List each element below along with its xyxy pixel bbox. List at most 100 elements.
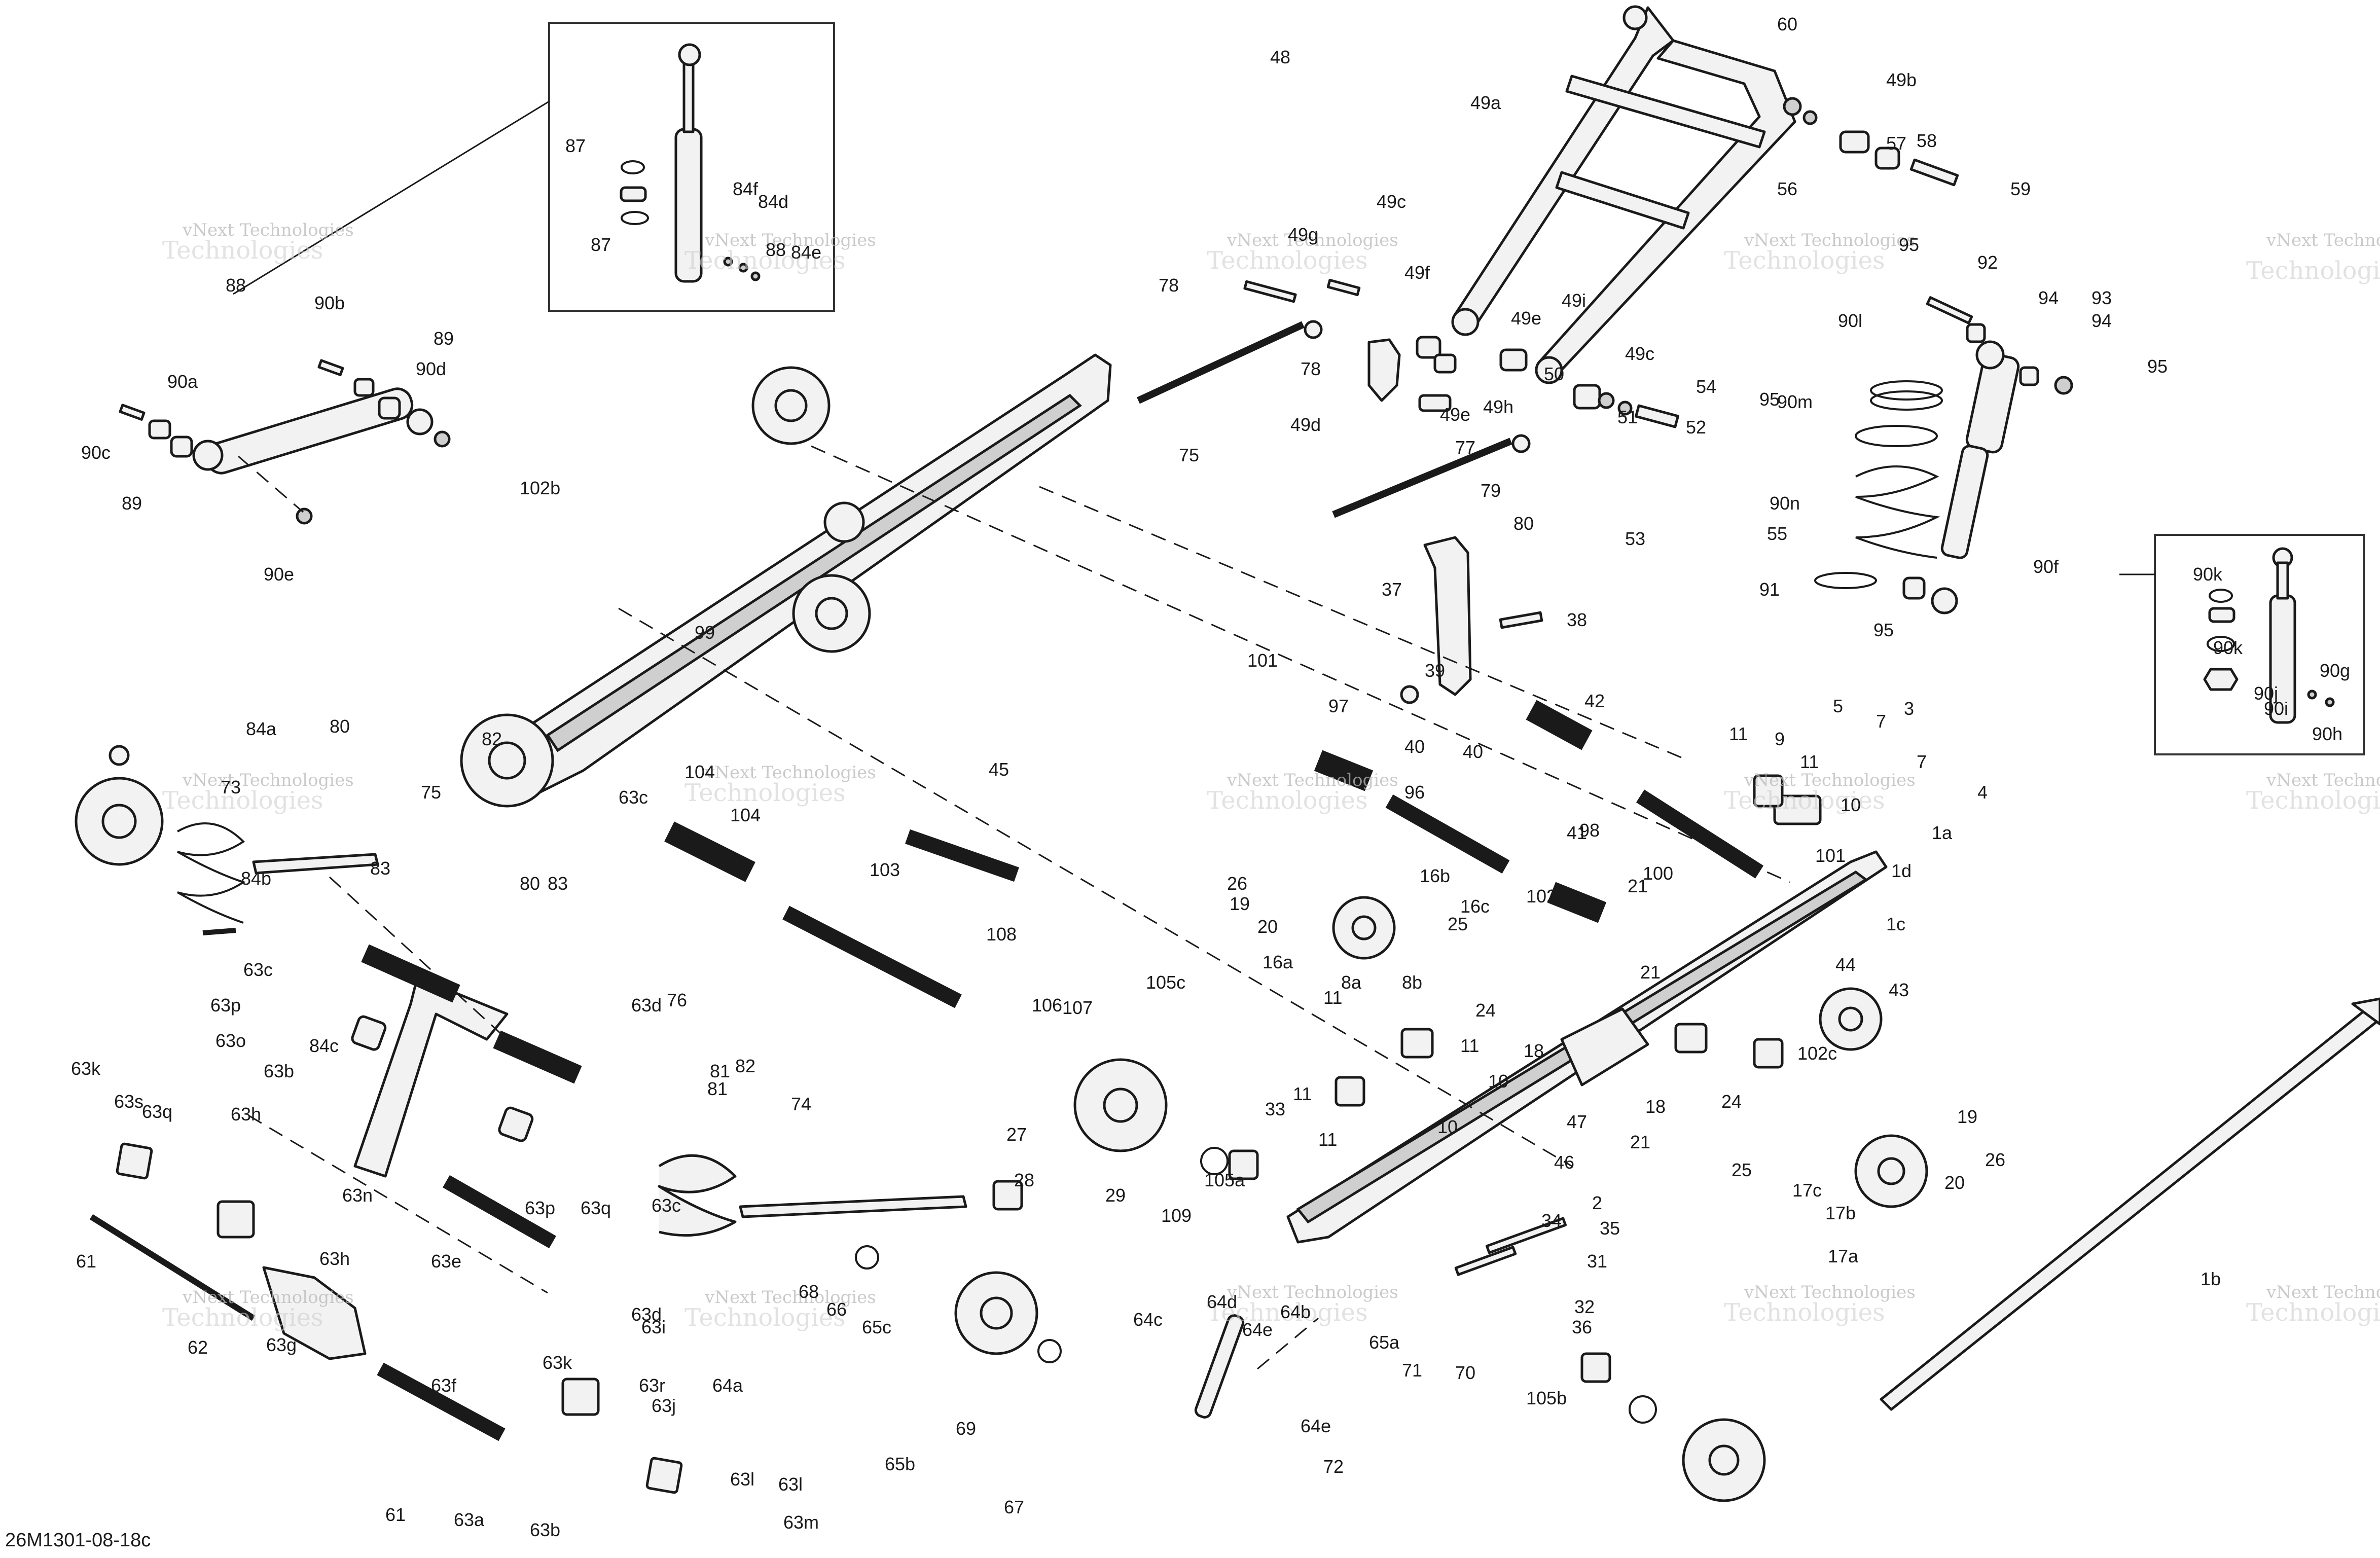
callout-label: 63i <box>641 1317 666 1337</box>
callout-label: 27 <box>1006 1124 1027 1145</box>
callout-label: 63k <box>71 1058 101 1079</box>
callout-label: 90b <box>314 293 345 313</box>
callout-label: 95 <box>1759 389 1780 410</box>
callout-label: 11 <box>1460 1035 1479 1056</box>
svg-text:Technologies: Technologies <box>684 1303 846 1332</box>
callout-label: 93 <box>2091 287 2112 308</box>
shock-inset-frame <box>548 22 835 312</box>
callout-label: 63c <box>652 1195 681 1216</box>
callout-label: 75 <box>1179 445 1199 465</box>
callout-label: 48 <box>1270 47 1290 67</box>
callout-label: 95 <box>1899 234 1919 255</box>
callout-label: 63s <box>114 1091 143 1112</box>
callout-label: 63k <box>543 1352 572 1373</box>
callout-label: 59 <box>2010 178 2031 199</box>
svg-text:Technologies: Technologies <box>1724 1298 1885 1327</box>
callout-label: 58 <box>1917 130 1937 151</box>
svg-text:Technologies: Technologies <box>1207 786 1368 815</box>
callout-label: 63d <box>631 995 662 1016</box>
callout-label: 82 <box>482 729 502 749</box>
callout-label: 46 <box>1554 1152 1574 1173</box>
callout-label: 63b <box>264 1061 294 1081</box>
callout-label: 57 <box>1886 133 1906 154</box>
right-wheels <box>1332 896 1928 1502</box>
callout-label: 98 <box>1579 820 1600 841</box>
callout-label: 49a <box>1470 92 1501 113</box>
callout-label: 36 <box>1572 1317 1592 1337</box>
callout-label: 42 <box>1584 691 1605 711</box>
callout-label: 52 <box>1686 417 1706 438</box>
callout-label: 81 <box>707 1078 728 1099</box>
callout-label: 63f <box>431 1375 457 1396</box>
svg-text:vNext Technologies: vNext Technologies <box>704 230 876 250</box>
shock-hardware-left <box>119 359 451 525</box>
svg-text:vNext Technologies: vNext Technologies <box>182 220 354 240</box>
center-wheels <box>855 1058 1657 1424</box>
callout-label: 1b <box>2201 1269 2221 1289</box>
callout-label: 72 <box>1323 1456 1344 1477</box>
blocks-and-small-hardware <box>116 1015 1784 1494</box>
callout-label: 62 <box>188 1337 208 1358</box>
callout-label: 78 <box>1301 358 1321 379</box>
callout-label: 17b <box>1825 1203 1856 1223</box>
callout-label: 78 <box>1159 275 1179 296</box>
svg-text:vNext Technologies: vNext Technologies <box>2266 770 2380 790</box>
callout-label: 5 <box>1833 696 1843 716</box>
callout-label: 63c <box>619 787 648 808</box>
callout-label: 102a <box>1526 886 1567 907</box>
callout-label: 16b <box>1420 865 1450 886</box>
callout-label: 17c <box>1792 1180 1822 1201</box>
callout-label: 63c <box>243 959 273 980</box>
callout-label: 90a <box>167 371 198 392</box>
callout-label: 35 <box>1600 1218 1620 1239</box>
left-idler-and-spring <box>75 745 379 935</box>
assembly-guide-lines <box>248 445 1790 1370</box>
callout-label: 90c <box>81 442 111 463</box>
callout-label: 81 <box>710 1061 730 1081</box>
callout-label: 50 <box>1544 364 1564 384</box>
callout-label: 8b <box>1402 972 1422 993</box>
callout-label: 90h <box>2312 723 2342 744</box>
callout-label: 53 <box>1625 528 1645 549</box>
left-rail-assembly <box>460 353 1112 808</box>
svg-text:Technologies: Technologies <box>2246 1298 2380 1327</box>
callout-label: 106 <box>1032 995 1062 1016</box>
callout-label: 69 <box>956 1418 976 1439</box>
callout-label: 16a <box>1263 952 1293 972</box>
callout-label: 97 <box>1328 696 1349 716</box>
callout-label: 56 <box>1777 178 1797 199</box>
callout-label: 63b <box>530 1519 560 1540</box>
callout-label: 95 <box>1873 620 1894 640</box>
callout-label: 102b <box>520 478 560 498</box>
callout-label: 73 <box>221 777 241 798</box>
callout-label: 90j <box>2254 683 2278 704</box>
callout-label: 82 <box>735 1056 755 1076</box>
callout-label: 92 <box>1977 252 1998 273</box>
callout-label: 1d <box>1891 860 1912 881</box>
callout-label: 90k <box>2193 564 2223 585</box>
slide-rail <box>1880 997 2380 1411</box>
svg-text:vNext Technologies: vNext Technologies <box>2266 230 2380 250</box>
callout-label: 29 <box>1105 1185 1126 1206</box>
callout-label: 89 <box>434 328 454 349</box>
callout-label: 90m <box>1777 391 1813 412</box>
svg-text:vNext Technologies: vNext Technologies <box>1744 770 1916 790</box>
svg-text:vNext Technologies: vNext Technologies <box>1744 1282 1916 1302</box>
callout-label: 26 <box>1227 873 1247 894</box>
callout-label: 32 <box>1574 1296 1595 1317</box>
callout-label: 34 <box>1541 1210 1562 1231</box>
callout-label: 64b <box>1280 1301 1311 1322</box>
callout-label: 63l <box>778 1474 803 1495</box>
svg-text:Technologies: Technologies <box>1207 1298 1368 1327</box>
svg-text:Technologies: Technologies <box>684 246 846 275</box>
callout-label: 84e <box>791 242 821 263</box>
callout-label: 7 <box>1917 751 1927 772</box>
watermarks: vNext Technologies Technologies vNext Te… <box>162 220 2380 1332</box>
svg-text:vNext Technologies: vNext Technologies <box>1744 230 1916 250</box>
callout-label: 80 <box>1513 513 1534 534</box>
callout-label: 65c <box>862 1317 891 1337</box>
callout-label: 87 <box>591 234 611 255</box>
callout-label: 21 <box>1630 1132 1650 1152</box>
callout-label: 91 <box>1759 579 1780 600</box>
callout-label: 63l <box>730 1469 754 1490</box>
